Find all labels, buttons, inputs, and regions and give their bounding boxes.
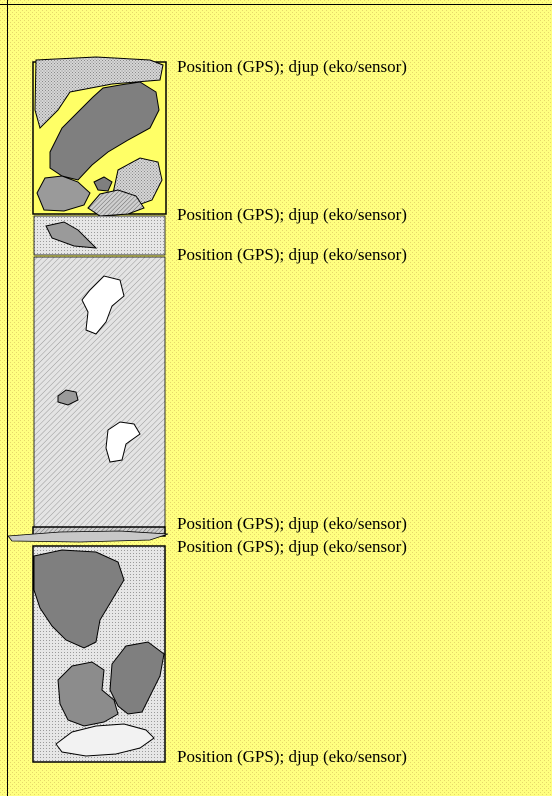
dark-patch-lower-left	[36, 175, 91, 212]
white-patch-upper	[81, 275, 125, 335]
label-position-1: Position (GPS); djup (eko/sensor)	[177, 57, 407, 76]
core-section-4	[7, 526, 169, 543]
dark-patch-right	[109, 641, 165, 715]
small-dark-blob	[93, 176, 113, 192]
label-position-6: Position (GPS); djup (eko/sensor)	[177, 747, 407, 766]
core-section-5	[32, 545, 166, 763]
label-position-2: Position (GPS); djup (eko/sensor)	[177, 205, 407, 224]
white-patch-lower	[105, 421, 141, 463]
dark-patch-top	[33, 549, 125, 649]
core-section-2	[33, 215, 166, 256]
core-section-1	[32, 56, 167, 217]
thin-lens	[7, 530, 169, 543]
label-position-3: Position (GPS); djup (eko/sensor)	[177, 245, 407, 264]
label-position-5: Position (GPS); djup (eko/sensor)	[177, 537, 407, 556]
dark-patch-left	[57, 661, 119, 727]
gray-spot-small	[57, 389, 79, 406]
dark-patch-large	[49, 81, 160, 181]
core-section-3	[33, 256, 166, 528]
label-position-4: Position (GPS); djup (eko/sensor)	[177, 514, 407, 533]
light-patch-bottom	[55, 723, 155, 757]
wedge-patch	[45, 221, 98, 249]
stippled-layer-top	[34, 56, 164, 129]
